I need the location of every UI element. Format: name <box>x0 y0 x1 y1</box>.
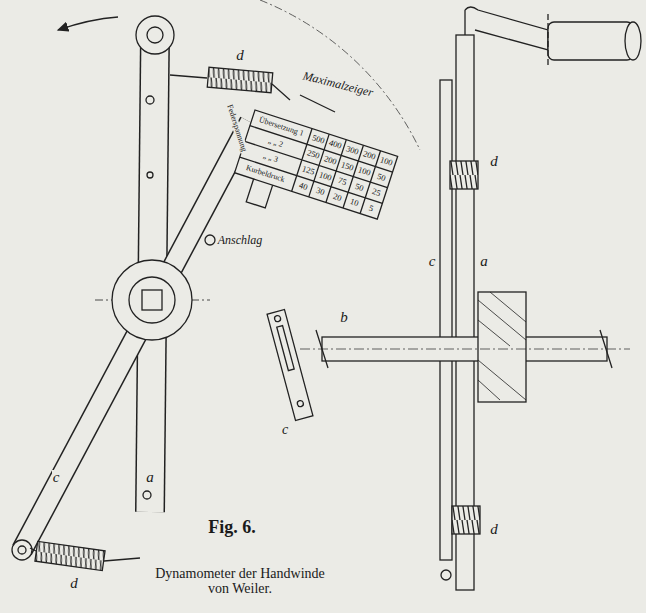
scale-value: 50 <box>353 181 366 193</box>
scale-value: 250 <box>305 148 322 161</box>
part-letter: c <box>52 470 61 486</box>
part-letter: d <box>235 48 245 64</box>
scale-value: 20 <box>331 192 344 204</box>
figure-title: Fig. 6. <box>207 518 257 537</box>
scale-value: 75 <box>336 176 349 188</box>
part-letter: b <box>339 310 349 326</box>
part-letter: d <box>69 576 79 592</box>
scale-value: 5 <box>367 203 376 213</box>
part-letter: d <box>489 154 499 170</box>
part-name: Maximalzeiger <box>301 69 376 99</box>
scale-value: 10 <box>348 197 361 209</box>
part-letter: c <box>428 254 437 270</box>
part-letter: a <box>479 254 489 270</box>
scale-value: 40 <box>296 180 309 192</box>
scale-value: 125 <box>299 164 316 177</box>
part-name: Anschlag <box>217 234 264 247</box>
scale-value: 100 <box>378 155 395 168</box>
scale-row-label: „ „ 2 <box>266 136 285 149</box>
scale-value: 30 <box>314 186 327 198</box>
scale-row-label: Übersetzung 1 <box>257 116 306 139</box>
scale-value: 100 <box>317 170 334 183</box>
scale-value: 200 <box>361 149 378 162</box>
scale-value: 25 <box>370 187 383 199</box>
scale-value: 200 <box>322 154 339 167</box>
scale-value: 300 <box>344 144 361 157</box>
part-letter: a <box>145 470 155 486</box>
scale-value: 500 <box>310 133 327 146</box>
scale-value: 400 <box>327 138 344 151</box>
part-letter: d <box>489 522 499 538</box>
scale-heading: Federspannung <box>224 102 248 153</box>
scale-row-label: Kurbeldruck <box>244 164 287 185</box>
scale-value: 150 <box>339 159 356 172</box>
part-letter: c <box>281 423 289 438</box>
scale-value: 100 <box>356 165 373 178</box>
scale-value: 50 <box>375 171 388 183</box>
scale-row-label: „ „ 3 <box>261 152 280 165</box>
figure-caption: Dynamometer der Handwinde von Weiler. <box>149 567 331 596</box>
